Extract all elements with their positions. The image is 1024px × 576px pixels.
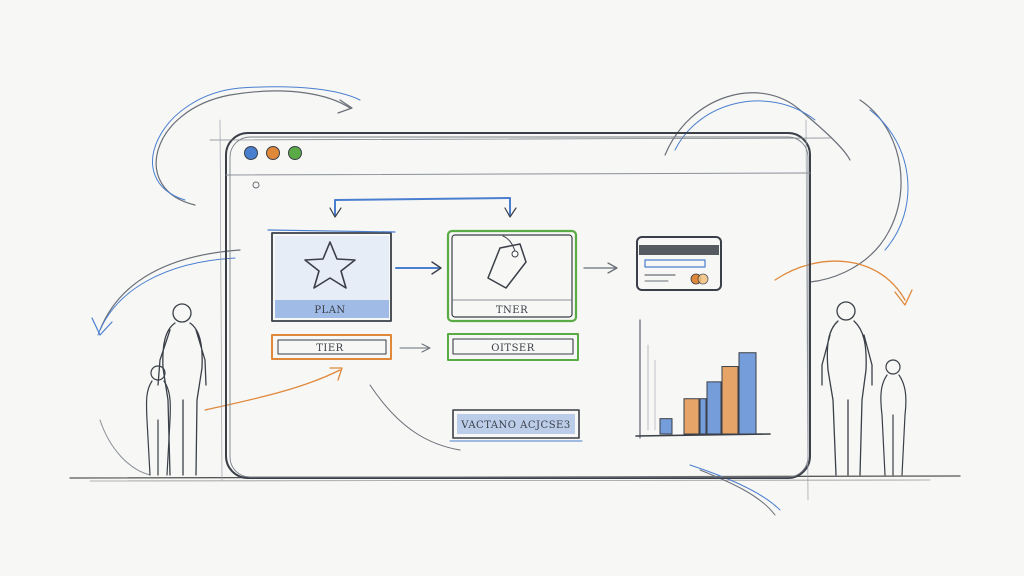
person-left-child	[145, 365, 171, 476]
arrow-tier-to-offer	[399, 343, 431, 353]
tier-card-label: TNER	[496, 305, 528, 316]
window-maximize-button[interactable]	[288, 146, 302, 160]
bottom-label-bar[interactable]: VACTANO ACJCSE3	[449, 409, 583, 442]
chart-bar-5	[721, 366, 739, 435]
offer-pill-label: OITSER	[491, 343, 535, 354]
browser-window	[209, 119, 831, 501]
tier-card[interactable]: TNER	[446, 229, 578, 323]
person-right-adult	[821, 301, 873, 476]
plan-card-label: PLAN	[314, 305, 345, 316]
chart-bar-6	[738, 352, 757, 435]
chart-bar-1	[659, 418, 673, 435]
arrow-tier-to-payment	[583, 262, 618, 274]
plan-card[interactable]: PLAN	[267, 229, 396, 322]
window-close-button[interactable]	[244, 146, 258, 160]
decorative-swoosh-arrows	[91, 86, 913, 516]
tier-pill[interactable]: TIER	[271, 334, 392, 360]
window-minimize-button[interactable]	[266, 146, 280, 160]
person-right-child	[880, 359, 907, 476]
bar-chart	[635, 319, 771, 439]
chart-bar-2	[683, 398, 700, 435]
return-arrow	[329, 197, 517, 218]
bottom-label-text: VACTANO ACJCSE3	[460, 420, 570, 431]
person-left-adult	[157, 303, 207, 476]
offer-pill[interactable]: OITSER	[447, 333, 579, 361]
tier-pill-label: TIER	[316, 343, 343, 354]
credit-card-icon[interactable]	[636, 236, 722, 291]
price-tag-icon	[487, 235, 527, 289]
arrow-plan-to-tier	[395, 261, 442, 275]
chart-bar-4	[706, 381, 722, 435]
chart-bar-3	[699, 398, 707, 435]
star-icon	[304, 241, 356, 289]
